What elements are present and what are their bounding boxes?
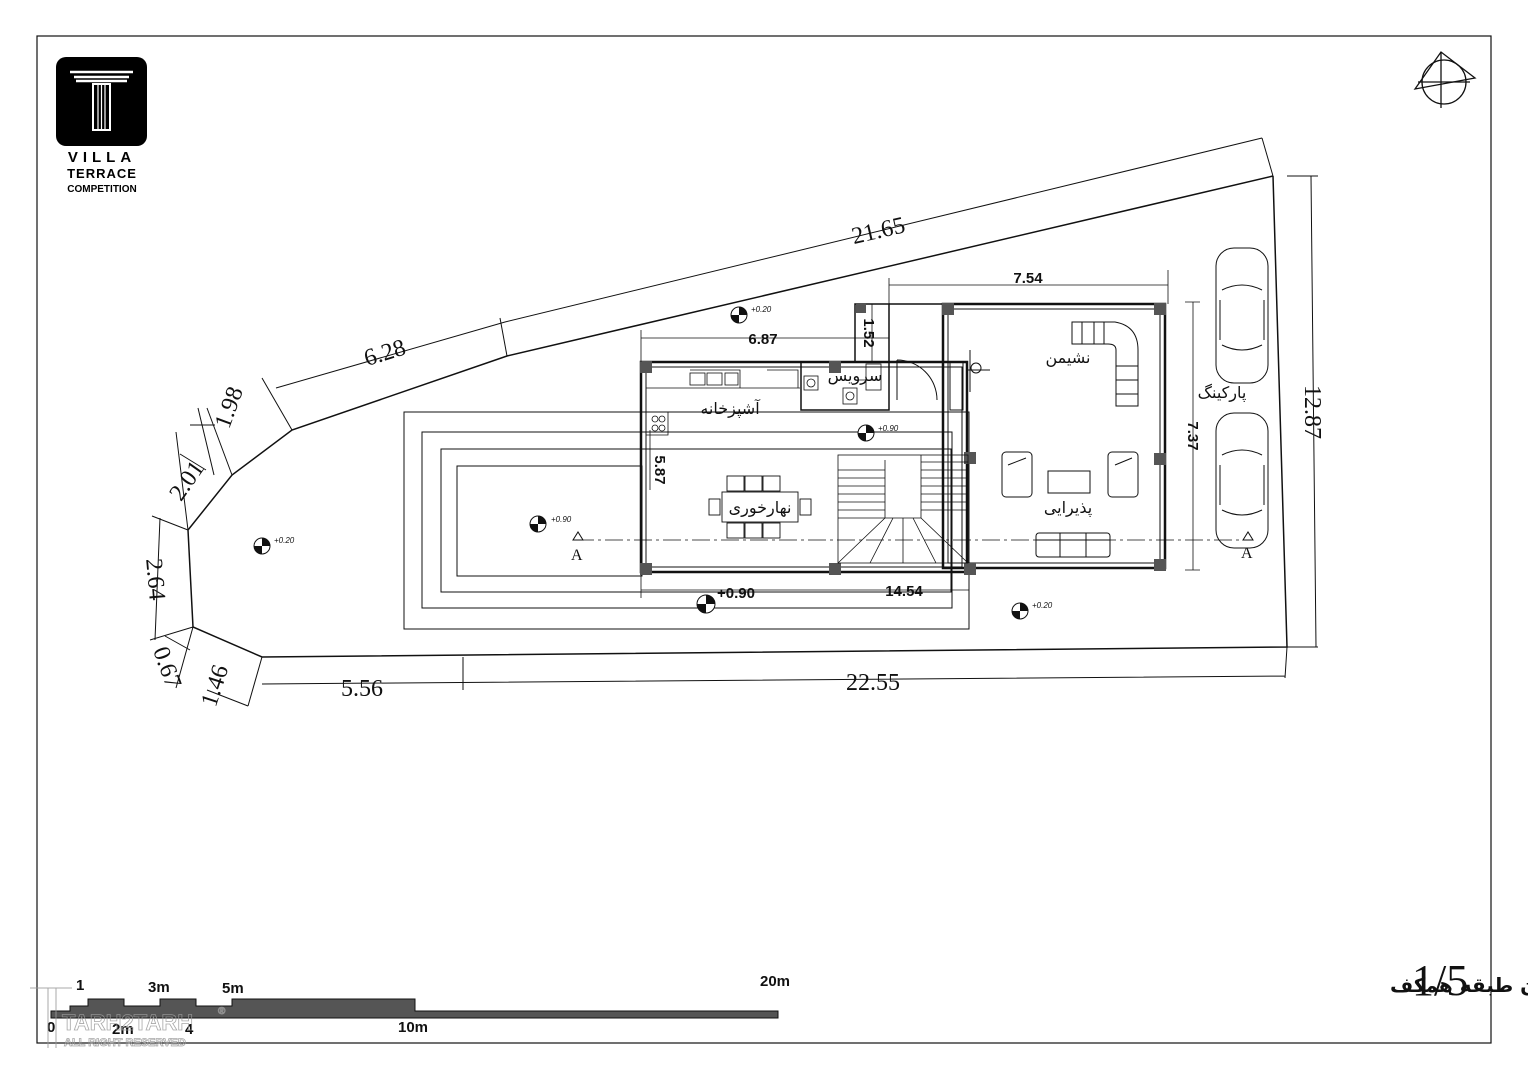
dim-top-long: 21.65 — [849, 212, 907, 249]
dim-bottom-long: 22.55 — [846, 670, 900, 696]
dim-kitchen-top: 6.87 — [748, 331, 777, 348]
staircase — [837, 454, 969, 564]
svg-text:4: 4 — [185, 1021, 194, 1038]
drawing-title: پلان مبلمان طبقه همکف 1/5 — [1390, 956, 1528, 1005]
svg-text:3m: 3m — [148, 979, 170, 996]
drawing-title-number: 1/5 — [1412, 956, 1468, 1005]
logo-line-villa: VILLA — [68, 149, 136, 166]
l-sofa — [1071, 321, 1139, 407]
logo-line-competition: COMPETITION — [67, 184, 136, 195]
dim-bottom-left: 5.56 — [341, 676, 383, 702]
boundary-dimension-lines — [149, 137, 1318, 707]
svg-text:+0.20: +0.20 — [1032, 601, 1053, 610]
room-service: سرویس — [828, 366, 883, 386]
villa-terrace-logo: VILLA TERRACE COMPETITION — [56, 57, 147, 195]
svg-text:10m: 10m — [398, 1019, 428, 1036]
svg-text:+0.90: +0.90 — [551, 515, 572, 524]
svg-text:ALL RIGHT RESERVED: ALL RIGHT RESERVED — [64, 1037, 186, 1049]
level-marker-interior: +0.90 — [857, 424, 899, 442]
building-dimension-lines — [640, 270, 1200, 598]
dim-building-bottom: 14.54 — [885, 583, 923, 600]
section-mark-left: A — [571, 547, 583, 564]
sheet-frame — [36, 35, 1492, 1044]
level-marker-garden: +0.20 — [253, 536, 295, 555]
svg-text:5m: 5m — [222, 980, 244, 997]
svg-text:TARH2TARH: TARH2TARH — [62, 1010, 193, 1035]
pool-terrace — [403, 411, 970, 630]
room-dining: نهارخوری — [729, 498, 792, 518]
svg-text:1: 1 — [76, 977, 84, 994]
dim-left-c: 2.64 — [140, 557, 170, 601]
svg-text:®: ® — [218, 1006, 226, 1017]
svg-text:+0.90: +0.90 — [717, 585, 755, 602]
north-arrow-icon — [1413, 51, 1477, 108]
dim-service-width: 1.52 — [860, 318, 877, 347]
dim-left-d: 0.67 — [147, 643, 186, 691]
svg-text:2m: 2m — [112, 1021, 134, 1038]
car-top — [1215, 247, 1269, 384]
column-flutes — [97, 84, 106, 130]
room-reception: پذیرایی — [1044, 498, 1092, 518]
kitchen-counter — [646, 369, 800, 436]
toilet-fixtures — [803, 363, 882, 405]
svg-text:+0.90: +0.90 — [878, 424, 899, 433]
svg-text:20m: 20m — [760, 973, 790, 990]
dim-right-side: 12.87 — [1299, 385, 1325, 439]
dim-building-top: 7.54 — [1013, 270, 1043, 287]
tarh2tarh-watermark: TARH2TARH ® ALL RIGHT RESERVED — [30, 987, 226, 1049]
dining-table — [708, 475, 812, 539]
dim-left-b: 2.01 — [165, 456, 210, 505]
car-bottom — [1215, 412, 1269, 549]
level-marker-pool: +0.90 — [529, 515, 572, 533]
parking-cars — [1215, 247, 1269, 549]
section-markers: A A — [571, 531, 1254, 564]
logo-line-terrace: TERRACE — [67, 166, 137, 181]
svg-text:+0.20: +0.20 — [274, 536, 295, 545]
dim-kitchen-side: 5.87 — [651, 455, 668, 484]
svg-text:0: 0 — [47, 1019, 55, 1036]
pool — [456, 465, 643, 577]
level-marker-terrace-top: +0.20 — [730, 305, 772, 324]
room-kitchen: آشپزخانه — [700, 399, 761, 419]
level-marker-right-yard: +0.20 — [1011, 601, 1053, 620]
room-sitting: نشیمن — [1046, 348, 1091, 368]
section-mark-right: A — [1241, 545, 1253, 562]
level-marker-entry: +0.90 — [696, 585, 755, 614]
svg-text:+0.20: +0.20 — [751, 305, 772, 314]
building-walls — [639, 302, 1167, 574]
drawing-title-text: پلان مبلمان طبقه همکف — [1390, 973, 1528, 998]
scale-bar: 0 1 2m 3m 4 5m 10m 20m — [47, 973, 790, 1038]
dim-left-e: 1.46 — [196, 662, 234, 710]
dim-left-a: 1.98 — [210, 383, 249, 431]
tv-unit — [949, 350, 990, 411]
column-icon — [70, 70, 133, 83]
dim-living-side: 7.37 — [1184, 421, 1201, 450]
dim-top-left: 6.28 — [361, 335, 409, 372]
room-parking: پارکینگ — [1198, 383, 1247, 403]
